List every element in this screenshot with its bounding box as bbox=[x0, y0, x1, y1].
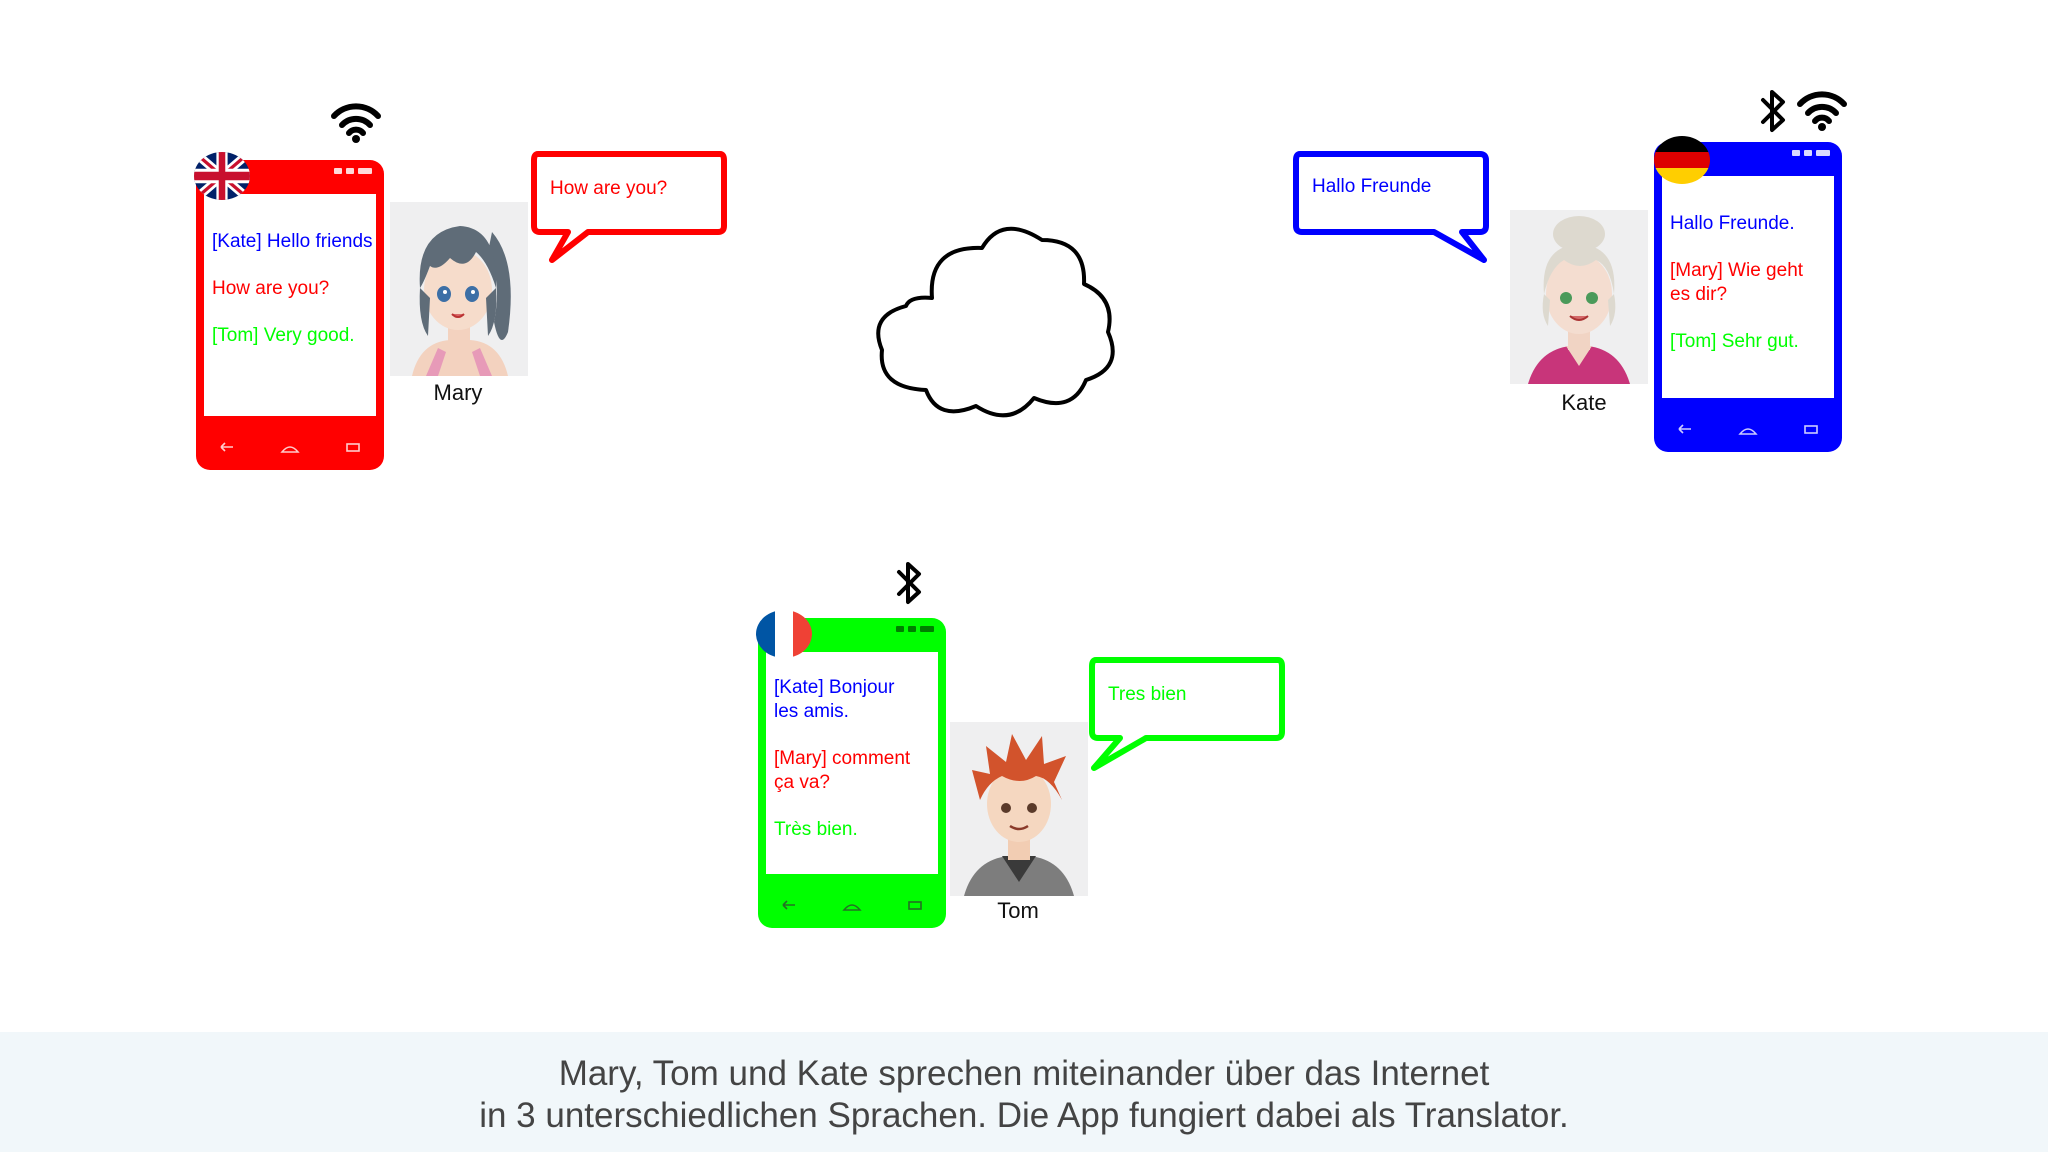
status-bar-icons bbox=[322, 168, 372, 176]
kate-phone: Hallo Freunde. [Mary] Wie geht es dir? [… bbox=[1654, 142, 1842, 452]
home-icon bbox=[1738, 428, 1758, 435]
kate-message-3: [Tom] Sehr gut. bbox=[1670, 331, 1799, 352]
kate-speech-bubble: Hallo Freunde bbox=[1290, 150, 1490, 270]
tom-message-3: Très bien. bbox=[774, 819, 858, 840]
back-icon bbox=[220, 442, 234, 452]
french-flag bbox=[756, 610, 812, 658]
tom-nav-bar bbox=[758, 896, 946, 914]
mary-name: Mary bbox=[433, 380, 483, 405]
mary-message-1: [Kate] Hello friends bbox=[212, 231, 373, 252]
status-bar-icons bbox=[884, 626, 934, 634]
uk-flag bbox=[194, 152, 250, 200]
kate-nav-bar bbox=[1654, 420, 1842, 438]
kate-message-1: Hallo Freunde. bbox=[1670, 213, 1795, 234]
recents-icon bbox=[345, 443, 360, 452]
back-icon bbox=[1678, 424, 1692, 434]
kate-name: Kate bbox=[1561, 390, 1607, 415]
cloud-icon bbox=[872, 218, 1124, 428]
tom-phone: [Kate] Bonjour les amis. [Mary] comment … bbox=[758, 618, 946, 928]
tom-speech-bubble: Tres bien bbox=[1086, 656, 1286, 776]
status-bar-icons bbox=[1780, 150, 1830, 158]
mary-phone-screen: [Kate] Hello friends How are you? [Tom] … bbox=[204, 194, 376, 416]
mary-wifi-icon bbox=[330, 100, 382, 144]
mary-message-3: [Tom] Very good. bbox=[212, 325, 355, 346]
kate-wifi-icon bbox=[1796, 88, 1848, 132]
tom-bubble-text: Tres bien bbox=[1108, 684, 1187, 705]
caption-line-2: in 3 unterschiedlichen Sprachen. Die App… bbox=[479, 1096, 1569, 1135]
tom-bluetooth-icon bbox=[894, 558, 924, 608]
mary-message-2: How are you? bbox=[212, 278, 330, 299]
tom-message-1: [Kate] Bonjour les amis. bbox=[774, 677, 895, 722]
caption-line-1: Mary, Tom und Kate sprechen miteinander … bbox=[558, 1054, 1490, 1093]
mary-nav-bar bbox=[196, 438, 384, 456]
tom-avatar bbox=[950, 722, 1088, 896]
kate-phone-screen: Hallo Freunde. [Mary] Wie geht es dir? [… bbox=[1662, 176, 1834, 398]
home-icon bbox=[842, 904, 862, 911]
kate-avatar bbox=[1510, 210, 1648, 384]
mary-speech-bubble: How are you? bbox=[528, 150, 728, 270]
home-icon bbox=[280, 446, 300, 453]
mary-avatar bbox=[390, 202, 528, 376]
mary-phone: [Kate] Hello friends How are you? [Tom] … bbox=[196, 160, 384, 470]
recents-icon bbox=[1803, 425, 1818, 434]
kate-bubble-text: Hallo Freunde bbox=[1312, 176, 1432, 197]
back-icon bbox=[782, 900, 796, 910]
tom-phone-screen: [Kate] Bonjour les amis. [Mary] comment … bbox=[766, 652, 938, 874]
german-flag bbox=[1654, 136, 1710, 184]
kate-message-2: [Mary] Wie geht es dir? bbox=[1670, 260, 1804, 305]
tom-name: Tom bbox=[997, 898, 1039, 923]
tom-message-2: [Mary] comment ça va? bbox=[774, 748, 911, 793]
mary-bubble-text: How are you? bbox=[550, 178, 668, 199]
kate-bluetooth-icon bbox=[1758, 86, 1788, 136]
caption-bar bbox=[0, 1032, 2048, 1152]
recents-icon bbox=[907, 901, 922, 910]
